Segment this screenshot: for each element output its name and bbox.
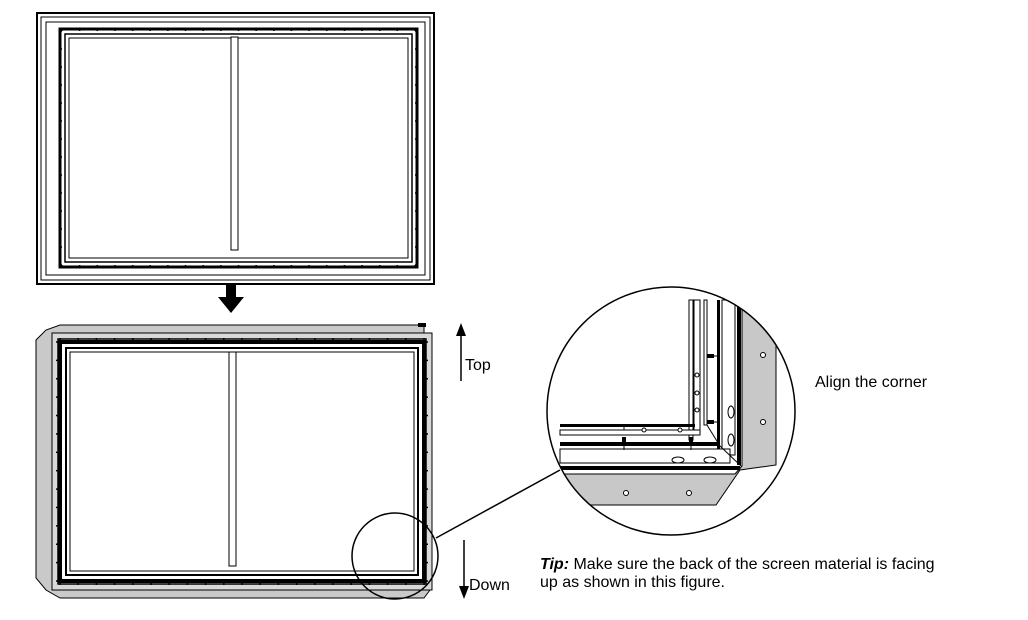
magnified-corner-detail <box>547 287 795 535</box>
corner-callout <box>351 469 561 600</box>
magnifier-circle <box>546 286 796 536</box>
top-arrow-icon <box>456 323 466 381</box>
align-corner-label: Align the corner <box>815 374 928 391</box>
frame-with-material <box>35 323 433 599</box>
top-label: Top <box>465 357 491 374</box>
tip-title: Tip: <box>540 556 570 573</box>
assembled-frame <box>36 12 435 285</box>
down-label: Down <box>469 577 510 594</box>
tip-note: Tip: Make sure the back of the screen ma… <box>540 556 935 592</box>
tip-line2: up as shown in this figure. <box>540 574 725 591</box>
down-direction-arrow-icon <box>459 540 469 599</box>
tip-line1: Make sure the back of the screen materia… <box>569 556 935 573</box>
down-arrow-icon <box>218 284 244 313</box>
